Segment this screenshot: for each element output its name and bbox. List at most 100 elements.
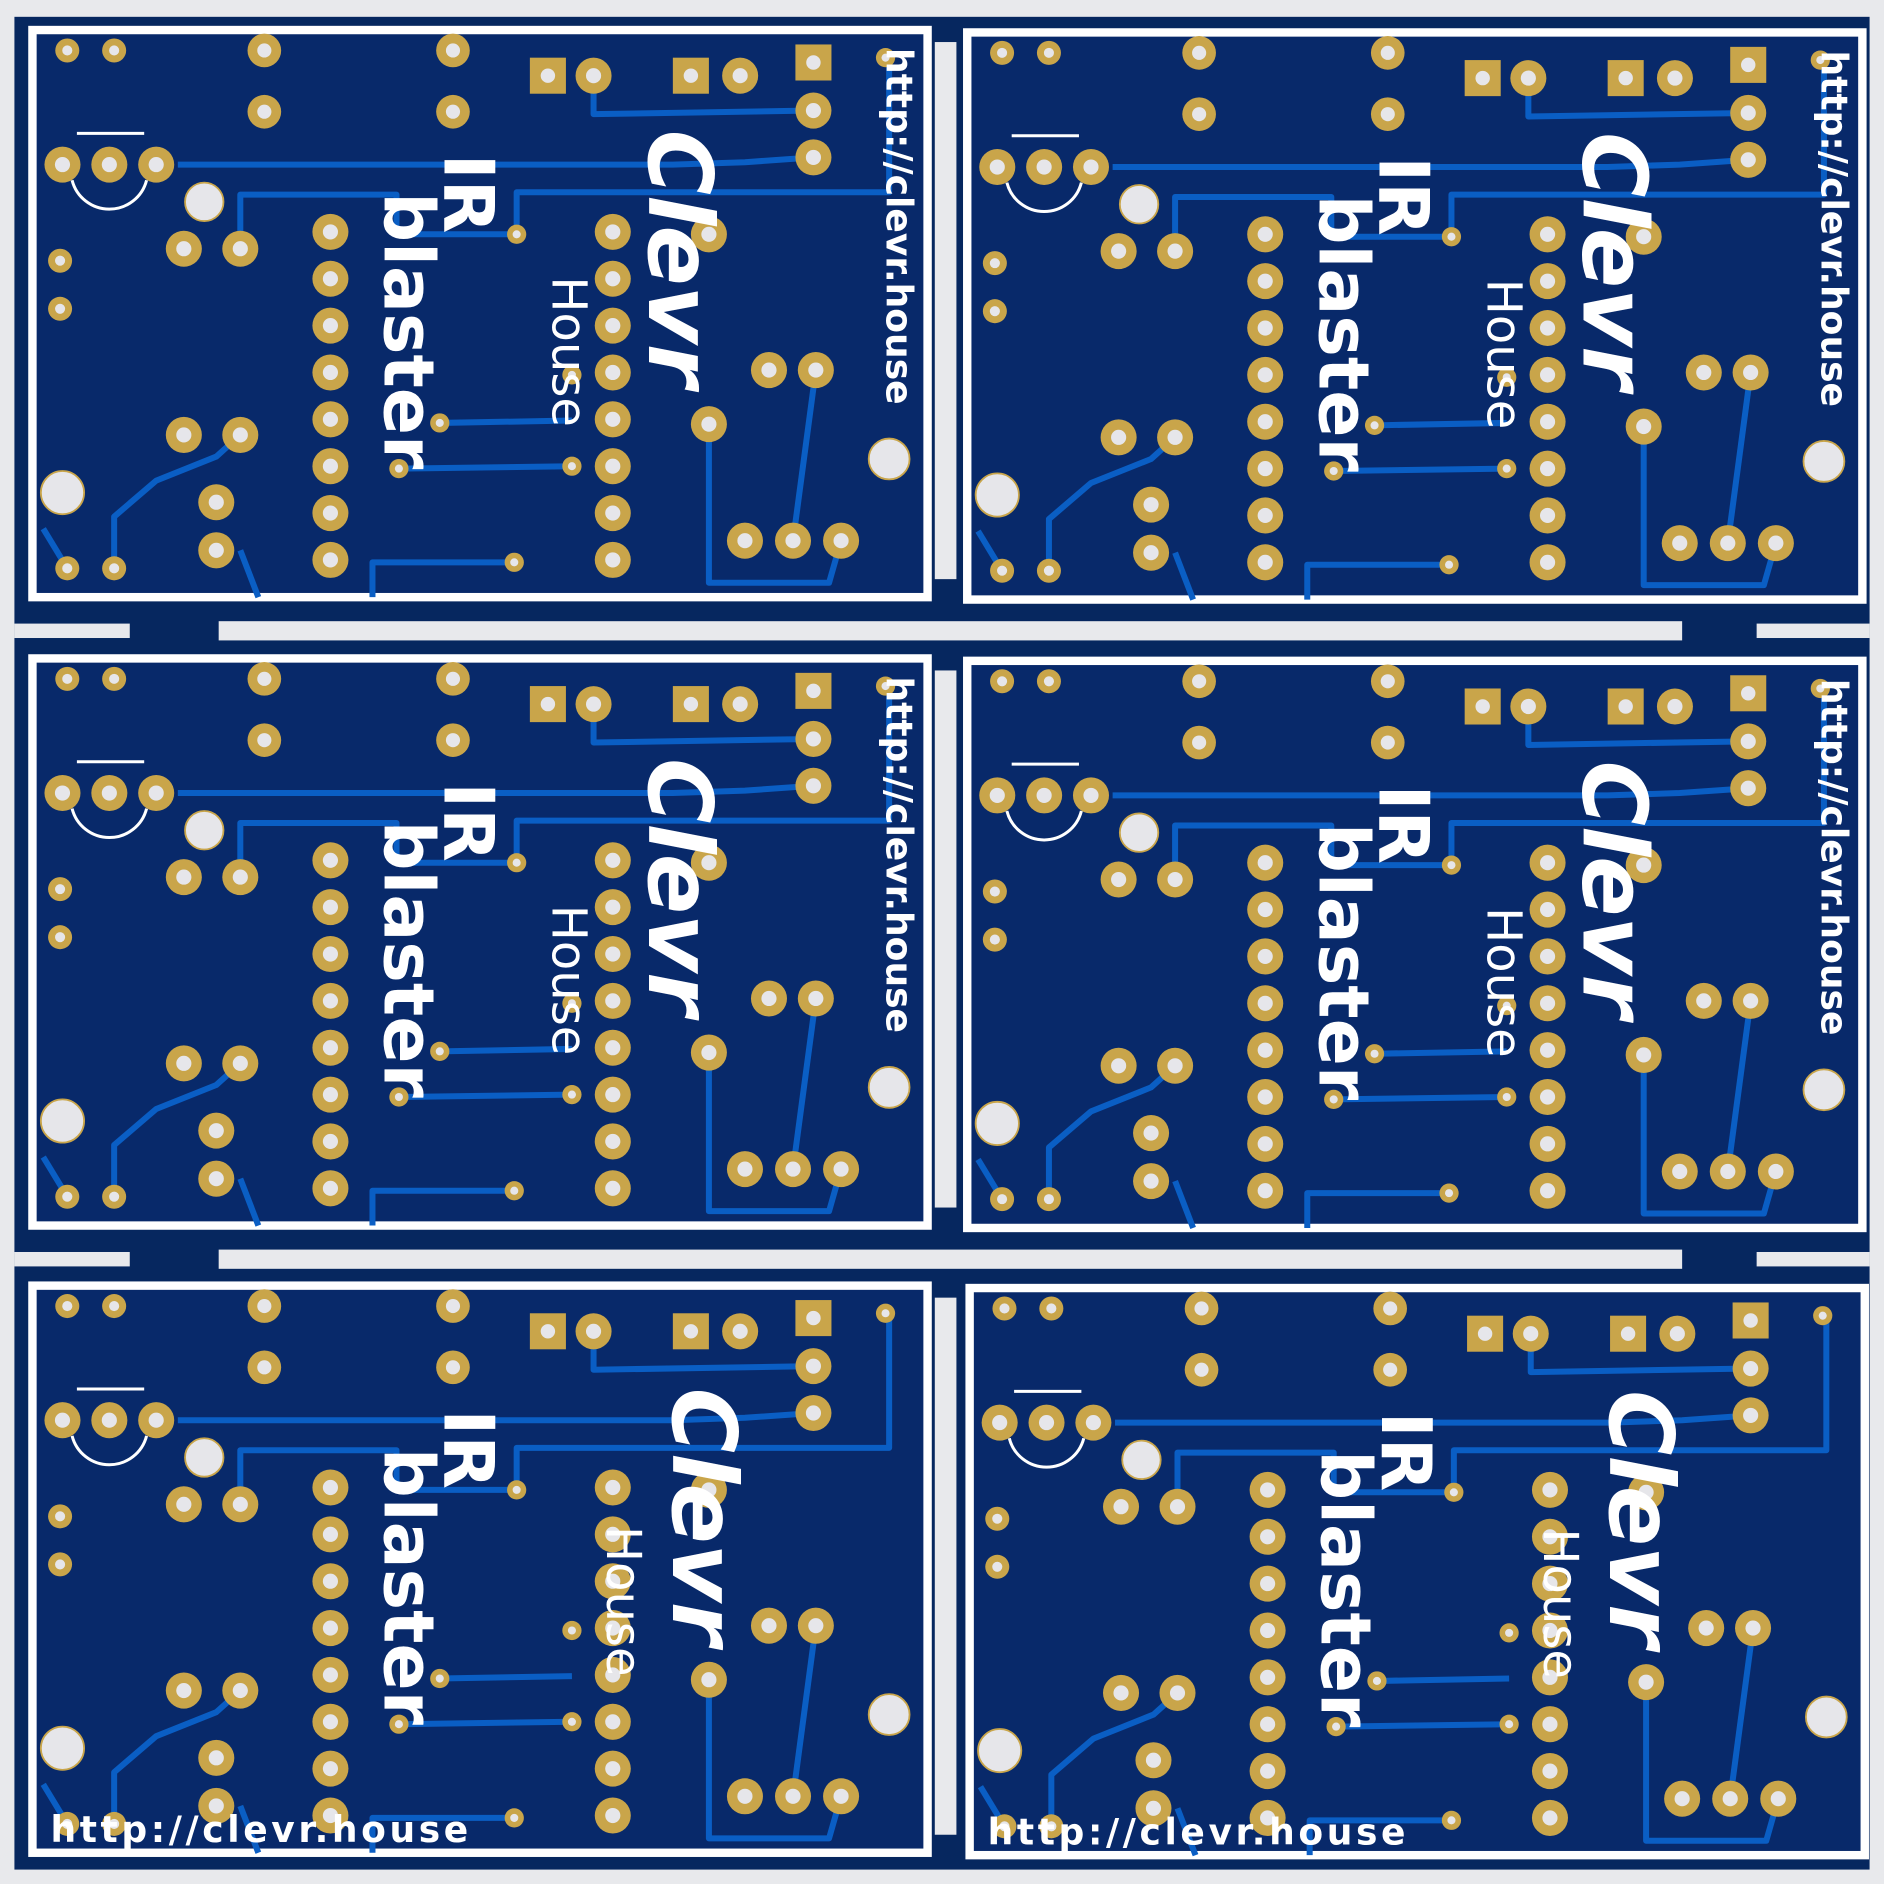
drill-hole: [605, 411, 621, 427]
drill-hole: [1542, 1716, 1558, 1732]
drill-hole: [567, 999, 576, 1008]
drill-hole: [808, 990, 824, 1007]
drill-hole: [322, 1526, 338, 1542]
led-outline: [1007, 1437, 1086, 1469]
drill-hole: [322, 1714, 338, 1730]
copper-trace: [1724, 372, 1754, 544]
copper-trace: [1640, 1054, 1779, 1217]
drill-hole: [1523, 1326, 1539, 1342]
drill-hole: [322, 364, 338, 381]
drill-hole: [1260, 1763, 1276, 1779]
drill-hole: [322, 1133, 338, 1150]
drill-hole: [881, 53, 890, 62]
drill-hole: [1447, 861, 1456, 870]
drill-hole: [881, 1309, 890, 1318]
drill-hole: [55, 1559, 66, 1570]
drill-hole: [732, 68, 748, 84]
mounting-hole: [39, 1725, 86, 1771]
mounting-hole: [1118, 812, 1160, 853]
drill-hole: [1257, 507, 1273, 524]
drill-hole: [445, 104, 461, 119]
drill-hole: [805, 1358, 822, 1374]
drill-hole: [881, 682, 890, 691]
mounting-hole: [39, 470, 86, 516]
brand-sub-text: House: [541, 276, 597, 427]
brand-logo-text: Clevr: [1563, 761, 1667, 1024]
drill-hole: [1674, 1791, 1690, 1807]
led-outline: [70, 1435, 149, 1467]
copper-trace: [1172, 551, 1196, 601]
drill-hole: [1383, 1362, 1398, 1377]
drill-hole: [1743, 1360, 1759, 1377]
drill-hole: [1502, 464, 1511, 473]
drill-hole: [435, 1674, 444, 1683]
drill-hole: [1743, 1407, 1759, 1423]
drill-hole: [989, 306, 1000, 317]
brand-sub-text: House: [595, 1526, 651, 1677]
drill-hole: [55, 255, 66, 266]
copper-trace: [237, 549, 262, 599]
copper-trace: [439, 1673, 572, 1682]
drill-hole: [208, 1171, 224, 1187]
brand-sub-text: House: [1532, 1528, 1588, 1679]
copper-trace: [1336, 1721, 1510, 1730]
drill-hole: [1257, 320, 1273, 336]
drill-hole: [1540, 855, 1556, 871]
drill-hole: [808, 1618, 824, 1634]
routing-slot: [934, 42, 957, 580]
drill-hole: [62, 673, 73, 684]
copper-trace: [1727, 1627, 1757, 1800]
mounting-hole: [1802, 440, 1846, 483]
drill-hole: [1540, 995, 1556, 1011]
drill-hole: [1447, 232, 1456, 241]
drill-hole: [1542, 1669, 1558, 1685]
drill-hole: [737, 533, 753, 549]
drill-hole: [445, 1298, 461, 1314]
drill-hole: [1380, 735, 1395, 750]
copper-trace: [1304, 1190, 1450, 1228]
drill-hole: [322, 993, 338, 1009]
drill-hole: [1743, 364, 1759, 381]
copper-trace: [398, 1091, 572, 1101]
drill-hole: [1741, 57, 1756, 73]
drill-hole: [445, 671, 461, 686]
drill-hole: [1257, 367, 1273, 383]
drill-hole: [1083, 787, 1099, 803]
drill-hole: [989, 787, 1005, 803]
mounting-hole: [1802, 1068, 1846, 1112]
drill-hole: [992, 1561, 1003, 1572]
drill-hole: [997, 676, 1008, 687]
drill-hole: [1145, 1800, 1162, 1816]
drill-hole: [1768, 1163, 1784, 1180]
drill-hole: [1740, 733, 1756, 749]
drill-hole: [989, 886, 1000, 897]
drill-hole: [109, 1191, 120, 1202]
drill-hole: [605, 1133, 621, 1150]
drill-hole: [989, 258, 1000, 269]
drill-hole: [567, 1626, 576, 1635]
led-outline: [70, 808, 149, 840]
drill-hole: [1540, 273, 1556, 289]
copper-trace: [439, 417, 572, 426]
drill-hole: [989, 159, 1005, 175]
drill-hole: [512, 858, 521, 867]
drill-hole: [1540, 414, 1556, 430]
drill-hole: [322, 1087, 338, 1103]
subtitle-text: blaster: [1305, 1450, 1386, 1728]
drill-hole: [761, 1618, 777, 1634]
drill-hole: [585, 68, 602, 84]
drill-hole: [148, 785, 164, 801]
brand-sub-text: House: [1475, 279, 1531, 430]
drill-hole: [1043, 676, 1054, 687]
drill-hole: [1380, 45, 1395, 60]
drill-hole: [101, 157, 117, 173]
drill-hole: [605, 852, 621, 868]
drill-hole: [394, 1092, 403, 1102]
copper-trace: [237, 820, 517, 878]
drill-hole: [257, 733, 272, 748]
drill-hole: [1257, 855, 1273, 871]
drill-hole: [1038, 1415, 1055, 1431]
